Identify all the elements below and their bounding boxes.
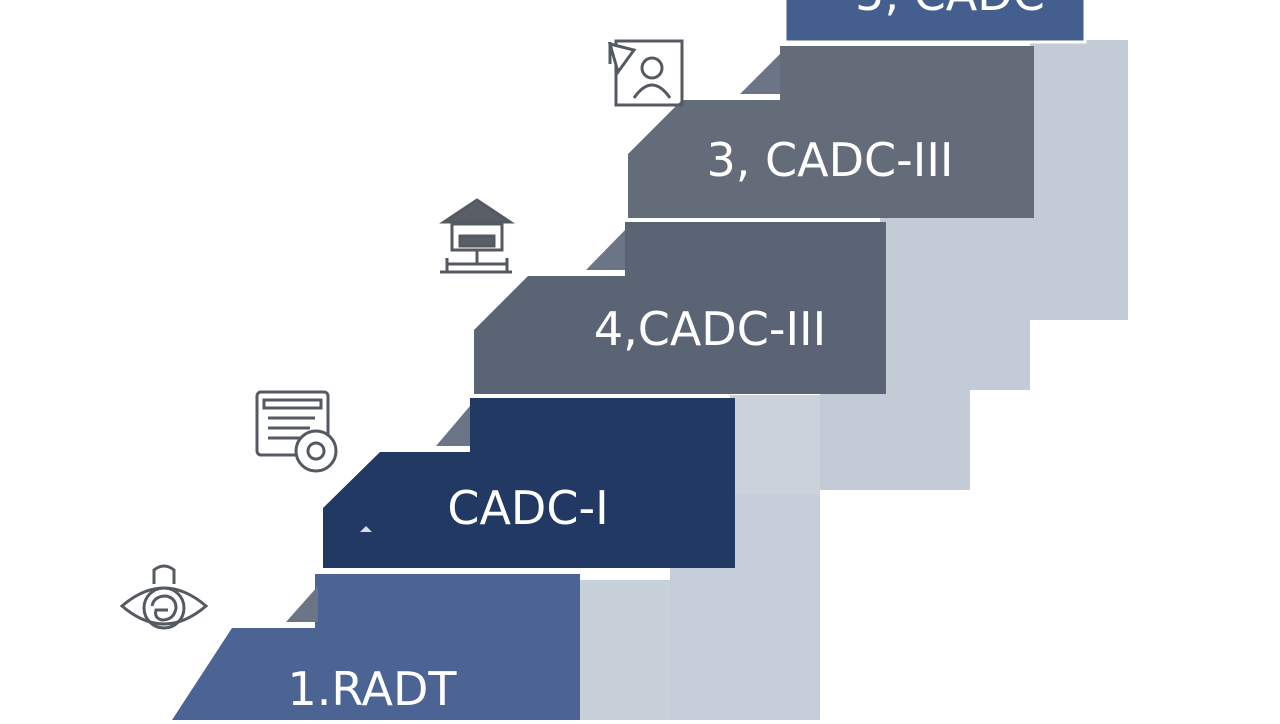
step-5-label: 5, CADC — [855, 0, 1045, 21]
step-1-label: 1.RADT — [288, 662, 458, 716]
step-1-body — [172, 574, 580, 720]
eye-icon — [119, 564, 209, 630]
step-2-body — [323, 398, 735, 568]
step-1-fold — [286, 586, 318, 622]
small-marker-icon — [360, 526, 372, 532]
document-gear-icon — [255, 390, 338, 473]
step-3-label: 4,CADC-III — [594, 302, 826, 356]
step-3-body — [474, 222, 886, 394]
step-4-label: 3, CADC-III — [707, 133, 954, 187]
back-step-3 — [820, 390, 970, 490]
back-staircase — [560, 40, 1128, 720]
step-3: 4,CADC-III — [474, 222, 886, 394]
step-5-body — [783, 0, 1087, 44]
step-5: 5, CADC — [783, 0, 1087, 44]
user-portrait-icon — [607, 39, 684, 107]
step-2: CADC-I — [323, 398, 735, 568]
back-step-joint-a — [730, 395, 820, 495]
house-network-icon — [439, 198, 515, 274]
step-4-body — [628, 46, 1034, 218]
step-2-label: CADC-I — [447, 481, 608, 535]
step-3-fold — [586, 230, 625, 270]
step-4: 3, CADC-III — [628, 46, 1034, 218]
step-4-fold — [740, 54, 780, 94]
back-step-4 — [880, 215, 1030, 390]
step-2-fold — [436, 406, 470, 446]
step-1: 1.RADT — [172, 574, 580, 720]
back-step-5 — [1030, 40, 1128, 320]
